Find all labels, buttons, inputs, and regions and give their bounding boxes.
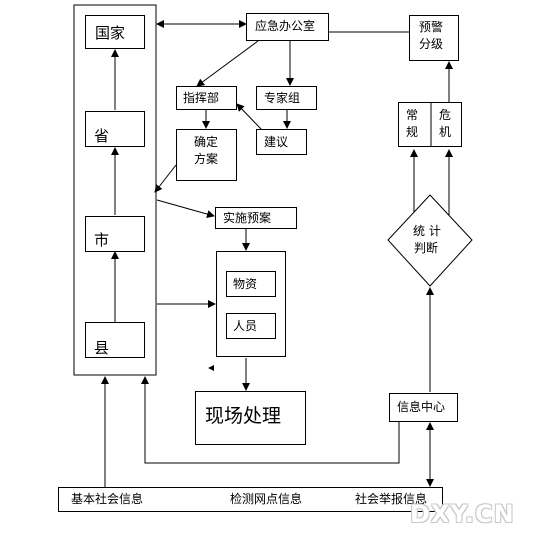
command-dept-box <box>176 86 237 110</box>
stat-judge-diamond <box>387 194 473 287</box>
arrow-infocenter-to-column <box>141 376 400 464</box>
advice-label: 建议 <box>264 135 289 149</box>
normal-crisis-box <box>398 102 462 147</box>
monitor-point-info-label: 检测网点信息 <box>230 492 303 506</box>
warning-grade-line2: 分级 <box>419 37 444 51</box>
confirm-plan-box <box>176 129 237 181</box>
warning-grade-line1: 预警 <box>419 20 444 34</box>
province-label: 省 <box>94 127 110 145</box>
confirm-plan-line1: 确定 <box>194 135 219 149</box>
country-label: 国家 <box>95 24 126 42</box>
public-report-info-label: 社会举报信息 <box>355 492 428 506</box>
stat-judge-line2: 判断 <box>414 241 439 255</box>
normal-line2: 规 <box>406 125 419 139</box>
implement-plan-box <box>215 207 297 229</box>
arrow-office-to-command <box>196 40 259 87</box>
info-sources-bar <box>58 487 443 512</box>
county-box <box>85 322 145 358</box>
emergency-office-label: 应急办公室 <box>255 19 316 33</box>
stray-arrow-mark <box>208 365 214 371</box>
site-watermark: DXY.CN <box>410 500 515 528</box>
basic-social-info-label: 基本社会信息 <box>71 492 144 506</box>
resources-container <box>216 251 286 357</box>
city-label: 市 <box>94 231 110 249</box>
materials-label: 物资 <box>233 277 258 291</box>
implement-plan-label: 实施预案 <box>223 211 272 225</box>
arrow-advice-to-command <box>236 103 263 131</box>
stat-judge-line1: 统 计 <box>413 224 441 238</box>
expert-group-box <box>256 86 317 110</box>
command-dept-label: 指挥部 <box>183 91 220 105</box>
materials-box <box>226 271 276 297</box>
advice-box <box>256 129 307 155</box>
confirm-plan-line2: 方案 <box>194 152 219 166</box>
county-label: 县 <box>94 339 110 357</box>
province-box <box>85 111 145 147</box>
crisis-line1: 危 <box>439 108 452 122</box>
info-center-box <box>389 393 458 422</box>
crisis-line2: 机 <box>439 125 452 139</box>
expert-group-label: 专家组 <box>264 91 301 105</box>
onsite-box <box>195 391 306 445</box>
country-box <box>85 15 145 49</box>
onsite-label: 现场处理 <box>205 405 282 427</box>
arrow-column-to-implement <box>156 199 215 218</box>
normal-line1: 常 <box>406 108 419 122</box>
warning-grade-box <box>409 15 459 61</box>
emergency-office-box <box>246 13 329 41</box>
personnel-label: 人员 <box>233 319 258 333</box>
arrow-plan-to-column <box>154 164 177 193</box>
info-center-label: 信息中心 <box>397 400 446 414</box>
personnel-box <box>226 313 276 339</box>
city-box <box>85 216 145 252</box>
